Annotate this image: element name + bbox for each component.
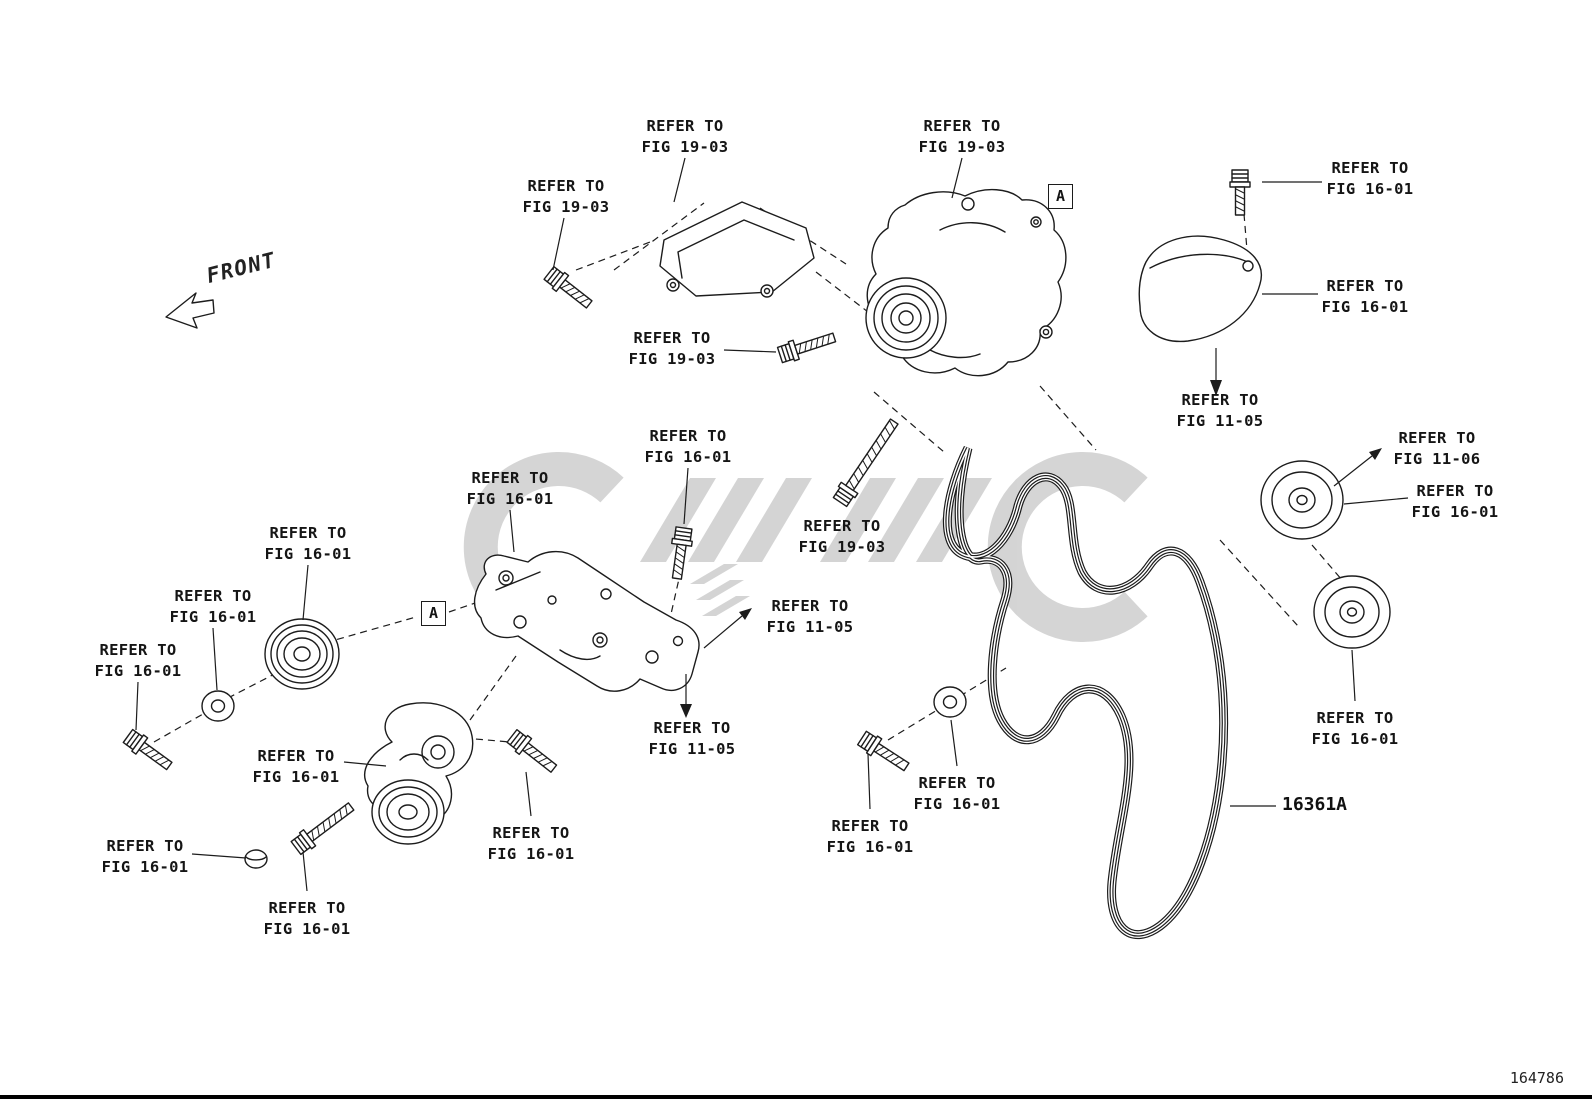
refer-label: REFER TO FIG 16-01	[1326, 159, 1414, 198]
washer-left	[201, 690, 235, 722]
washer-center	[933, 686, 967, 718]
refer-label: REFER TO FIG 16-01	[1411, 482, 1499, 521]
solid-arrows	[680, 348, 1382, 718]
idler-pulley-upper	[1260, 460, 1344, 540]
rear-cover	[1138, 235, 1262, 343]
refer-label: REFER TO FIG 19-03	[522, 177, 610, 216]
section-marker-a-alternator: A	[1048, 184, 1073, 209]
idler-pulley-lower	[1313, 575, 1391, 649]
end-cap	[244, 849, 268, 869]
refer-label: REFER TO FIG 16-01	[1311, 709, 1399, 748]
bolt	[505, 727, 561, 778]
refer-label: REFER TO FIG 11-05	[648, 719, 736, 758]
refer-label: REFER TO FIG 19-03	[918, 117, 1006, 156]
bolt	[542, 264, 597, 313]
refer-label: REFER TO FIG 11-06	[1393, 429, 1481, 468]
doc-number: 164786	[1509, 1069, 1564, 1087]
refer-label: REFER TO FIG 16-01	[826, 817, 914, 856]
refer-label: REFER TO FIG 16-01	[169, 587, 257, 626]
bolt	[776, 327, 839, 366]
alternator	[865, 188, 1067, 377]
refer-label: REFER TO FIG 16-01	[263, 899, 351, 938]
refer-label: REFER TO FIG 16-01	[913, 774, 1001, 813]
front-direction-arrow	[165, 292, 215, 329]
mounting-bracket	[473, 551, 700, 692]
section-marker-a-bracket: A	[421, 601, 446, 626]
part-number: 16361A	[1282, 794, 1348, 815]
refer-label: REFER TO FIG 11-05	[1176, 391, 1264, 430]
refer-label: REFER TO FIG 16-01	[264, 524, 352, 563]
refer-label: REFER TO FIG 16-01	[252, 747, 340, 786]
refer-label: REFER TO FIG 16-01	[466, 469, 554, 508]
bolt	[855, 728, 913, 776]
refer-label: REFER TO FIG 16-01	[101, 837, 189, 876]
grooved-pulley	[264, 618, 340, 690]
leader-lines	[135, 157, 1409, 892]
cover-plate	[659, 201, 815, 298]
refer-label: REFER TO FIG 11-05	[766, 597, 854, 636]
refer-label: REFER TO FIG 16-01	[94, 641, 182, 680]
belt-tensioner	[363, 702, 474, 845]
refer-label: REFER TO FIG 19-03	[628, 329, 716, 368]
serpentine-belt	[947, 448, 1223, 935]
refer-label: REFER TO FIG 16-01	[487, 824, 575, 863]
bottom-rule	[0, 1095, 1592, 1099]
bolt	[1229, 169, 1251, 216]
bolt	[289, 797, 358, 857]
refer-label: REFER TO FIG 16-01	[644, 427, 732, 466]
refer-label: REFER TO FIG 16-01	[1321, 277, 1409, 316]
refer-label: REFER TO FIG 19-03	[798, 517, 886, 556]
refer-label: REFER TO FIG 19-03	[641, 117, 729, 156]
